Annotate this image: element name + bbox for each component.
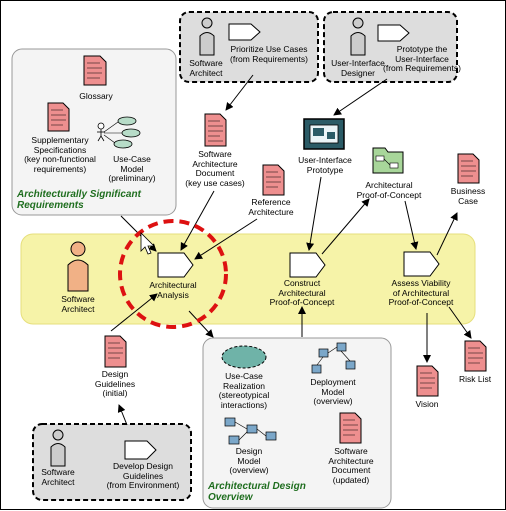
use-case-model-label: Use-Case Model (preliminary) xyxy=(108,154,156,183)
software-architecture-document-updated-icon xyxy=(339,412,362,444)
supplementary-specs-document-icon xyxy=(47,102,70,132)
architect-bottom-icon xyxy=(50,429,66,467)
design-guidelines-document-icon xyxy=(104,335,127,368)
use-case-realization-label: Use-Case Realization (stereotypical inte… xyxy=(218,371,270,410)
reference-architecture-label: Reference Architecture xyxy=(248,197,294,217)
vision-document-icon xyxy=(416,365,439,397)
role-label-architect-main: Software Architect xyxy=(61,294,95,314)
workflow-band xyxy=(20,233,476,325)
role-label-ui-designer: User-Interface Designer xyxy=(331,58,385,78)
arrow-sad-to-analysis xyxy=(180,190,215,251)
glossary-label: Glossary xyxy=(79,91,113,101)
design-model-label: Design Model (overview) xyxy=(229,446,269,475)
arrow-assess-to-risk-list xyxy=(448,306,472,339)
activity-label-construct-poc: Construct Architectural Proof-of-Concept xyxy=(269,278,335,307)
design-guidelines-label: Design Guidelines (initial) xyxy=(94,369,136,398)
arrow-prioritize-to-sad xyxy=(225,74,254,111)
business-case-label: Business Case xyxy=(450,186,486,206)
supplementary-specs-label: Supplementary Specifications (key non-fu… xyxy=(24,135,96,174)
design-model-icon xyxy=(224,417,277,445)
arrow-develop-to-guidelines xyxy=(117,404,128,426)
arrow-construct-to-poc xyxy=(321,198,370,255)
architectural-poc-icon xyxy=(372,147,404,174)
arrow-refarch-to-analysis xyxy=(194,218,258,260)
role-box-architect-top xyxy=(179,11,319,83)
architectural-analysis-activity-shape xyxy=(157,252,194,278)
ui-prototype-label: User-Interface Prototype xyxy=(298,155,352,175)
deployment-model-icon xyxy=(311,342,356,374)
deployment-model-label: Deployment Model (overview) xyxy=(310,377,356,406)
design-overview-group-box xyxy=(202,337,392,509)
ui-prototype-icon xyxy=(303,118,345,150)
arrow-prototype-ui-to-ui-prototype xyxy=(333,78,388,116)
design-overview-group-title: Architectural Design Overview xyxy=(208,481,306,503)
arrow-analysis-to-design-overview xyxy=(188,310,214,338)
sad-updated-label: Software Architecture Document (updated) xyxy=(328,446,374,485)
prototype-ui-activity-shape xyxy=(377,24,410,42)
ui-designer-icon xyxy=(350,17,366,56)
mouse-cursor-icon xyxy=(140,232,155,255)
requirements-group-title: Architecturally Significant Requirements xyxy=(17,189,141,211)
arrow-ui-prototype-to-construct xyxy=(306,176,322,251)
activity-label-prioritize-use-cases: Prioritize Use Cases (from Requirements) xyxy=(230,44,308,64)
activity-label-assess-viability: Assess Viability of Architectural Proof-… xyxy=(388,278,454,307)
role-label-architect-bottom: Software Architect xyxy=(41,467,75,487)
develop-guidelines-activity-shape xyxy=(124,440,157,460)
arrow-guidelines-to-analysis xyxy=(110,293,158,332)
reference-architecture-document-icon xyxy=(262,164,285,196)
sad-key-label: Software Architecture Document (key use … xyxy=(185,149,245,188)
architect-top-icon xyxy=(199,17,215,56)
requirements-group-box xyxy=(11,48,177,216)
risk-list-document-icon xyxy=(464,340,487,372)
role-box-ui-designer xyxy=(323,11,458,83)
role-box-architect-bottom xyxy=(32,423,192,501)
construct-poc-activity-shape xyxy=(289,252,326,278)
focus-highlight-circle xyxy=(118,219,228,329)
activity-label-develop-guidelines: Develop Design Guidelines (from Environm… xyxy=(106,461,180,490)
use-case-realization-icon xyxy=(221,345,267,369)
architectural-poc-label: Architectural Proof-of-Concept xyxy=(356,180,422,200)
arrow-assess-to-business-case xyxy=(436,212,458,256)
activity-label-prototype-ui: Prototype the User-Interface (from Requi… xyxy=(383,44,461,73)
software-architecture-document-key-icon xyxy=(204,113,227,147)
risk-list-label: Risk List xyxy=(458,374,492,384)
activity-label-architectural-analysis: Architectural Analysis xyxy=(149,280,197,300)
glossary-document-icon xyxy=(83,55,107,86)
flow-arrows xyxy=(110,74,472,426)
architect-main-icon xyxy=(67,241,89,292)
role-label-architect-top: Software Architect xyxy=(189,58,223,78)
business-case-document-icon xyxy=(457,153,480,184)
use-case-model-icon xyxy=(97,116,141,149)
arrow-poc-to-assess xyxy=(404,200,419,250)
vision-label: Vision xyxy=(415,399,439,409)
assess-viability-activity-shape xyxy=(403,251,440,277)
prioritize-use-cases-activity-shape xyxy=(228,23,261,41)
